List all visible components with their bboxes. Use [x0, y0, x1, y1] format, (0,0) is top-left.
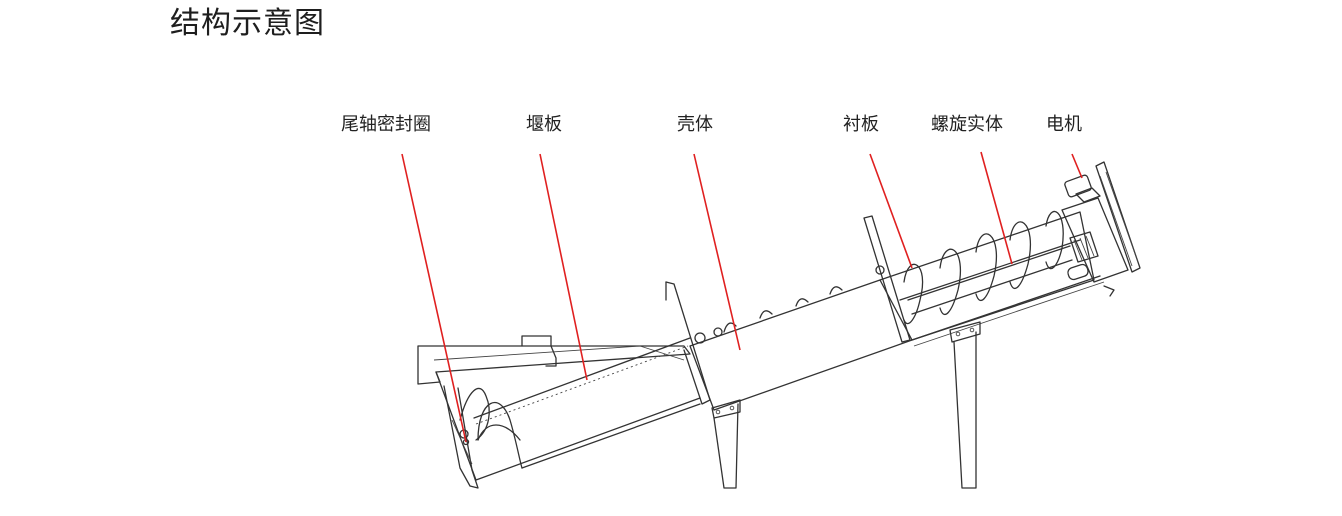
- leader-liner: [869, 153, 913, 269]
- middle-housing: [665, 215, 913, 419]
- lower-screw-flight: [459, 388, 523, 469]
- upper-screw-flights: [903, 210, 1073, 325]
- page-title: 结构示意图: [170, 6, 325, 41]
- hopper: [417, 335, 701, 489]
- upper-trough: [879, 211, 1105, 347]
- leader-weir-plate: [539, 153, 588, 381]
- leader-tail-shaft-seal: [401, 153, 467, 443]
- leader-housing: [693, 153, 741, 351]
- label-liner: 衬板: [843, 114, 879, 135]
- label-tail-shaft-seal: 尾轴密封圈: [341, 114, 431, 135]
- label-housing: 壳体: [677, 114, 713, 135]
- leader-motor: [1071, 153, 1083, 179]
- label-motor: 电机: [1046, 114, 1082, 135]
- label-weir-plate: 堰板: [526, 114, 562, 135]
- label-screw: 螺旋实体: [931, 114, 1003, 135]
- drive-unit: [1061, 161, 1141, 297]
- support-legs: [713, 331, 977, 489]
- leader-screw: [980, 151, 1013, 265]
